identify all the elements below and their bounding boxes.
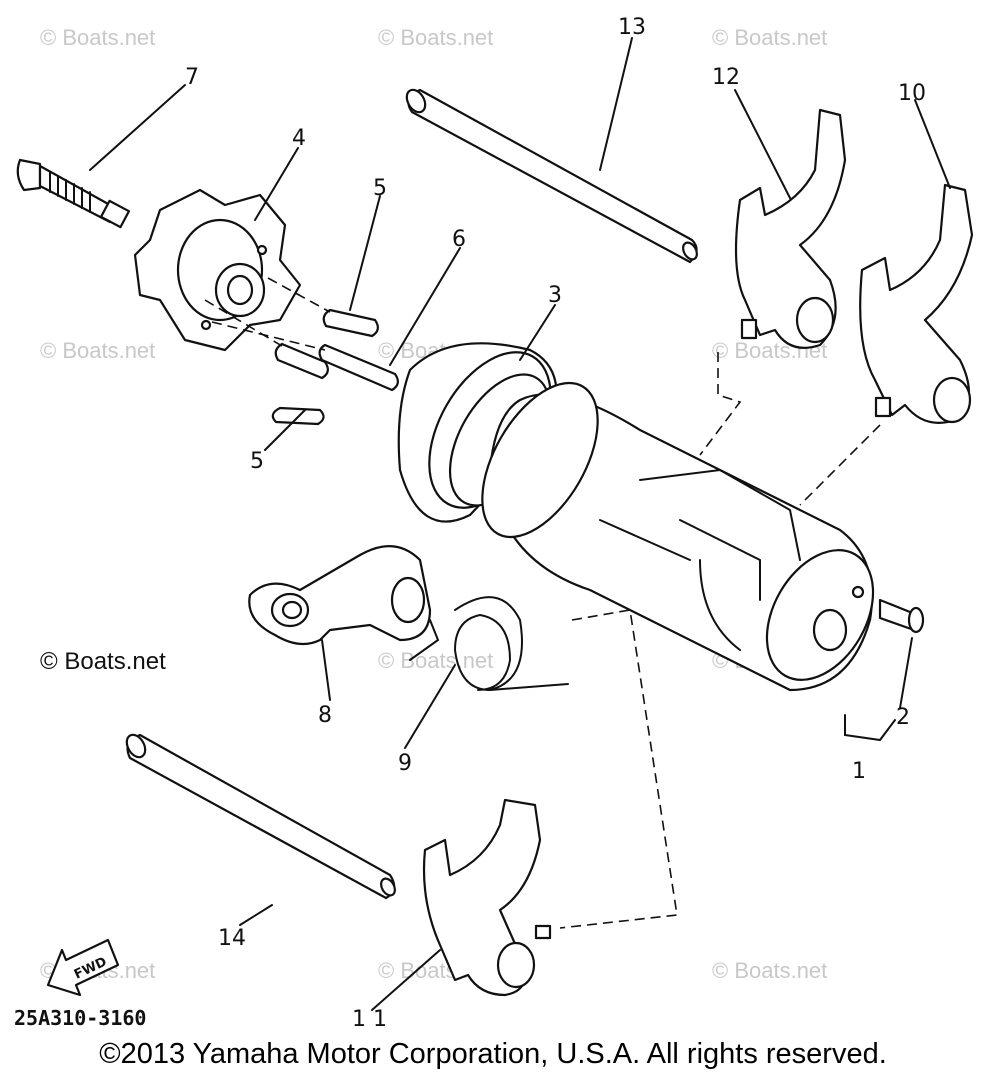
shift-fork-lower [422, 798, 552, 997]
watermark: © Boats.net [712, 958, 827, 983]
part-label-13: 13 [618, 15, 646, 40]
bolt [16, 158, 131, 229]
watermark: © Boats.net [712, 25, 827, 50]
watermark: © Boats.net [40, 25, 155, 50]
part-label-11: 1 1 [352, 1007, 387, 1032]
part-label-3: 3 [548, 283, 562, 308]
part-label-1: 1 [852, 759, 866, 784]
part-label-9: 9 [398, 751, 412, 776]
part-label-7: 7 [185, 65, 199, 90]
shift-drum-segment [133, 188, 302, 352]
stopper-lever [248, 545, 432, 646]
drum-pin [878, 598, 925, 634]
part-label-6: 6 [452, 227, 466, 252]
part-label-14: 14 [218, 926, 246, 951]
forward-arrow-icon: FWD [46, 938, 120, 997]
shift-fork-right [859, 183, 974, 424]
part-label-group: 7 4 5 6 5 3 13 12 10 8 9 2 1 14 1 1 [185, 15, 926, 1032]
guide-bar-lower [125, 733, 396, 900]
watermark: © Boats.net [378, 25, 493, 50]
part-label-8: 8 [318, 703, 332, 728]
part-label-10: 10 [898, 81, 926, 106]
side-watermark: © Boats.net [40, 648, 166, 675]
part-label-12: 12 [712, 65, 740, 90]
part-label-5: 5 [250, 449, 264, 474]
shift-fork-upper [734, 108, 847, 349]
copyright-notice: ©2013 Yamaha Motor Corporation, U.S.A. A… [99, 1038, 887, 1070]
torsion-spring [409, 596, 569, 692]
part-label-4: 4 [292, 126, 306, 151]
watermark: © Boats.net [40, 338, 155, 363]
shift-drum [481, 381, 875, 692]
part-label-2: 2 [896, 705, 910, 730]
leader-lines [89, 37, 951, 1011]
part-label-5: 5 [373, 176, 387, 201]
watermark: © Boats.net [378, 648, 493, 673]
guide-bar-upper [405, 88, 698, 264]
drawing-code: 25A310-3160 [14, 1006, 146, 1030]
